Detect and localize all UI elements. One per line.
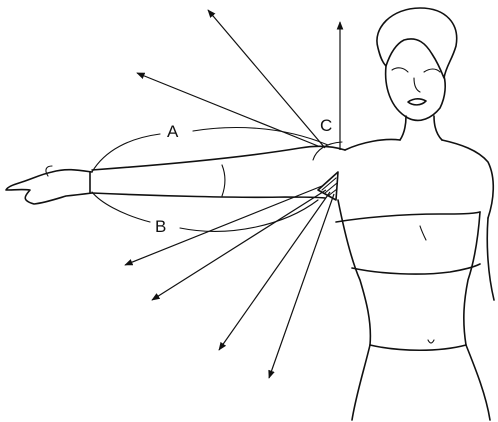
hair — [377, 8, 457, 78]
bust-band-bottom — [352, 264, 480, 274]
face — [386, 66, 446, 120]
elbow-line — [222, 165, 225, 196]
hand — [6, 170, 92, 204]
label-c: C — [320, 117, 332, 134]
label-a: A — [167, 123, 178, 140]
nose — [414, 78, 420, 92]
left-shoulder — [345, 139, 400, 150]
head — [377, 8, 457, 140]
label-b: B — [155, 218, 166, 235]
right-side — [464, 212, 480, 345]
center-line — [420, 226, 426, 240]
hip-right — [466, 345, 490, 420]
right-arm-edge — [487, 218, 494, 300]
ray-upper-left — [137, 73, 318, 146]
left-side — [338, 200, 370, 345]
hip-left — [352, 345, 370, 420]
arc-a-left — [92, 134, 160, 172]
arm-upper-edge — [92, 146, 345, 170]
ray-down-left-1 — [152, 190, 326, 300]
navel — [428, 340, 434, 343]
arm-lower-edge — [92, 193, 325, 198]
right-shoulder — [442, 140, 493, 218]
ray-down-left-2 — [219, 192, 330, 350]
movement-rays — [125, 10, 340, 378]
waist-line — [370, 345, 466, 350]
left-eye — [392, 68, 408, 72]
thumb — [46, 166, 52, 176]
ray-down — [269, 194, 334, 378]
arm — [6, 146, 345, 204]
arc-c — [313, 142, 342, 160]
bust-band-top — [336, 212, 480, 222]
torso — [336, 139, 494, 420]
mouth — [408, 99, 426, 105]
right-eye — [424, 69, 440, 72]
arc-b-left — [92, 192, 150, 222]
